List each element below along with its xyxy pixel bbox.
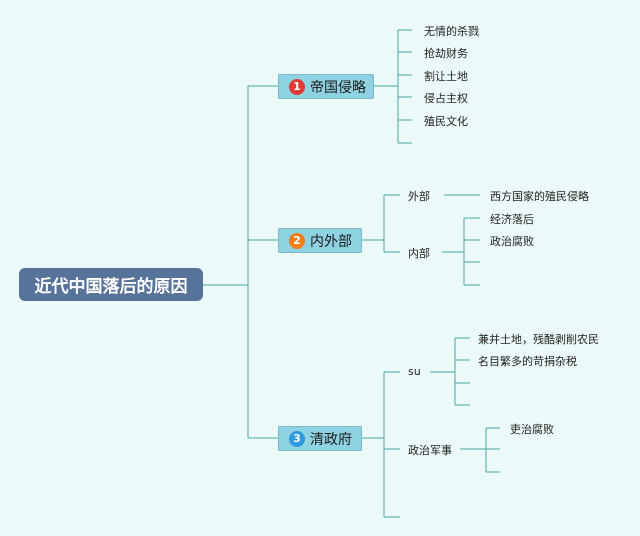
number-badge-icon: 2 xyxy=(289,232,305,249)
leaf-item[interactable]: 兼并土地，残酷剥削农民 xyxy=(478,333,599,346)
leaf-item[interactable]: 吏治腐败 xyxy=(510,423,554,436)
sub-node-outer[interactable]: 外部 xyxy=(408,190,430,203)
branch-label: 帝国侵略 xyxy=(310,79,366,96)
branch-qing-government[interactable]: 3 清政府 xyxy=(278,426,362,451)
leaf-item[interactable]: 抢劫财务 xyxy=(424,47,468,60)
branch-label: 内外部 xyxy=(310,233,352,250)
number-badge-icon: 3 xyxy=(289,430,305,447)
branch-internal-external[interactable]: 2 内外部 xyxy=(278,228,362,253)
leaf-item[interactable]: 经济落后 xyxy=(490,213,534,226)
number-badge-icon: 1 xyxy=(289,78,305,95)
sub-node-politics[interactable]: 政治军事 xyxy=(408,444,452,457)
branch-imperial-invasion[interactable]: 1 帝国侵略 xyxy=(278,74,374,99)
root-label: 近代中国落后的原因 xyxy=(34,277,188,297)
sub-node-inner[interactable]: 内部 xyxy=(408,247,430,260)
leaf-item[interactable]: 名目繁多的苛捐杂税 xyxy=(478,355,577,368)
leaf-item[interactable]: 割让土地 xyxy=(424,70,468,83)
leaf-item[interactable]: 殖民文化 xyxy=(424,115,468,128)
leaf-item[interactable]: 西方国家的殖民侵略 xyxy=(490,190,589,203)
leaf-item[interactable]: 无情的杀戮 xyxy=(424,25,479,38)
sub-node-su[interactable]: su xyxy=(408,365,421,378)
branch-label: 清政府 xyxy=(310,431,352,448)
leaf-item[interactable]: 侵占主权 xyxy=(424,92,468,105)
root-node[interactable]: 近代中国落后的原因 xyxy=(19,268,203,301)
leaf-item[interactable]: 政治腐败 xyxy=(490,235,534,248)
